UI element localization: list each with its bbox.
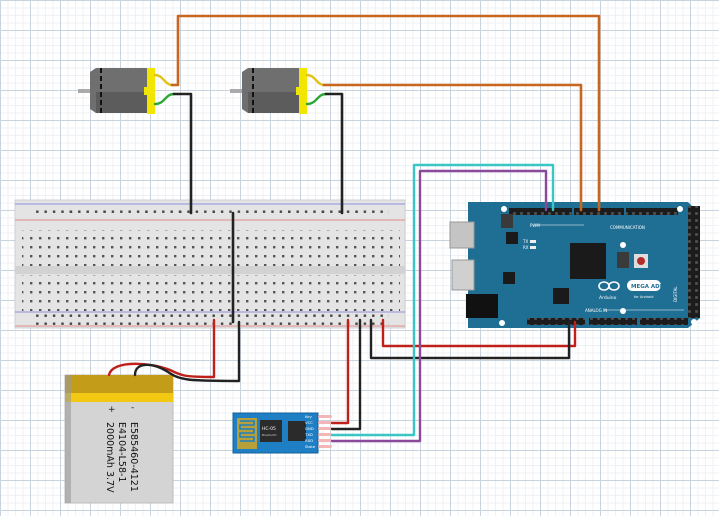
wire-cyan-hc05-txd[interactable]: [330, 163, 555, 437]
battery-label-line3: 2000mAh 3.7V: [104, 422, 115, 493]
motor-shaft: [78, 89, 90, 93]
motor-lead-green-right: [305, 92, 328, 106]
header-digital-pwm-b[interactable]: [574, 208, 624, 215]
header-power[interactable]: [527, 318, 585, 325]
mega-adk-badge-text: MEGA ADK: [631, 284, 665, 290]
wire-orange-motor-left-to-arduino[interactable]: [170, 14, 601, 212]
rx-led: [530, 246, 536, 249]
hc05-bluetooth-module[interactable]: HC-05 Bluetooth Key VCC GND TXD RXD Stat…: [232, 412, 332, 454]
wire-red-battery-positive[interactable]: [107, 318, 216, 379]
usb-b-port: [449, 221, 475, 249]
wire-black-hc05-gnd[interactable]: [330, 318, 362, 431]
mount-hole: [620, 308, 626, 314]
pwm-label: PWM: [530, 223, 540, 228]
terminal-strip-top[interactable]: [22, 230, 400, 266]
wire-black-motor-right-to-breadboard[interactable]: [324, 92, 344, 215]
pin-gnd: GND: [305, 426, 314, 431]
motor-lead-green-left: [153, 92, 176, 106]
dc-motor-right[interactable]: [230, 68, 307, 114]
motor-lead-yellow-left: [153, 73, 174, 87]
analog-in-label: ANALOG IN: [585, 308, 607, 313]
wire-red-hc05-vcc[interactable]: [330, 318, 350, 425]
hc05-chip: [260, 420, 282, 442]
terminal-strip-bottom[interactable]: [22, 275, 400, 311]
hc05-pin-legs[interactable]: [318, 415, 332, 448]
center-channel: [15, 266, 405, 274]
arduino-logo-text: Arduino: [599, 295, 617, 301]
battery-label-line1: E585460-4121: [128, 422, 139, 492]
header-digital-double[interactable]: [688, 206, 700, 318]
header-digital-pwm-a[interactable]: [509, 208, 572, 215]
reset-button-cap[interactable]: [637, 257, 645, 265]
wire-orange-motor-right-to-arduino[interactable]: [322, 83, 583, 212]
battery-label-line2: E4104-L58-1: [116, 422, 127, 482]
mount-hole: [691, 319, 697, 325]
wire-red-breadboard-to-arduino-5v[interactable]: [381, 318, 577, 348]
hc05-chip-sublabel: Bluetooth: [262, 433, 277, 437]
arduino-logo: Arduino: [598, 281, 620, 301]
pin-vcc: VCC: [305, 420, 313, 425]
breadboard: [14, 199, 406, 329]
battery-minus: -: [131, 403, 134, 413]
bottom-power-rail[interactable]: [33, 313, 389, 325]
pin-state: State: [305, 444, 316, 449]
battery-top-band-light: [65, 393, 173, 402]
mount-hole: [677, 206, 683, 212]
pin-key: Key: [305, 414, 313, 419]
power-jack: [466, 294, 498, 318]
hc05-chip-label: HC-05: [262, 426, 276, 432]
chip-small-3: [553, 288, 569, 304]
dc-motor-left[interactable]: [78, 68, 155, 114]
digital-label: DIGITAL: [673, 286, 678, 302]
rx-label: RX: [523, 245, 529, 250]
header-analog-a[interactable]: [589, 318, 637, 325]
main-microcontroller: [570, 243, 606, 279]
icsp-header-2: [617, 252, 629, 268]
mount-hole: [501, 206, 507, 212]
wire-purple-hc05-rxd[interactable]: [330, 169, 548, 443]
motor-lead-yellow-right: [305, 73, 326, 87]
arduino-mega-adk: TX RX PWM COMMUNICATION ANALOG IN DIGITA…: [449, 202, 700, 328]
icsp-header: [501, 214, 513, 228]
header-communication[interactable]: [626, 208, 678, 215]
wire-black-motor-left-to-breadboard[interactable]: [172, 92, 193, 215]
tx-label: TX: [522, 239, 528, 244]
top-power-rail[interactable]: [33, 206, 389, 218]
mount-hole: [620, 242, 626, 248]
pin-txd: TXD: [304, 432, 313, 437]
motor-shaft: [230, 89, 242, 93]
header-analog-b[interactable]: [640, 318, 688, 325]
for-android-text: for Android: [634, 295, 653, 299]
communication-label: COMMUNICATION: [610, 225, 645, 230]
hc05-flash-chip: [288, 421, 306, 441]
wire-black-breadboard-to-arduino-gnd[interactable]: [369, 318, 571, 360]
lipo-battery[interactable]: + - E585460-4121 E4104-L58-1 2000mAh 3.7…: [64, 374, 174, 504]
tx-led: [530, 240, 536, 243]
mount-hole: [499, 320, 505, 326]
mega-adk-badge: [627, 280, 661, 291]
wire-black-battery-negative[interactable]: [133, 320, 241, 383]
battery-plus: +: [108, 405, 116, 415]
chip-small-2: [503, 272, 515, 284]
pin-rxd: RXD: [305, 438, 313, 443]
chip-small-1: [506, 232, 518, 244]
usb-a-port: [451, 259, 475, 291]
